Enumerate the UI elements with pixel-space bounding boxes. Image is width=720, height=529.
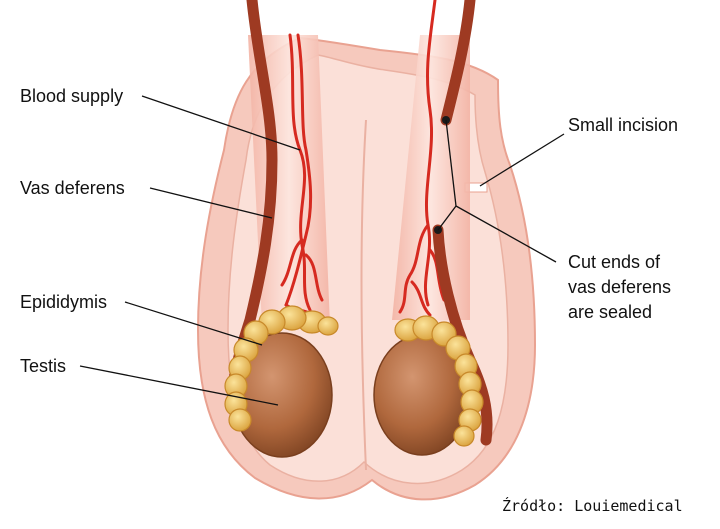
leader-vas-deferens [149, 187, 273, 219]
right-epididymis [394, 315, 484, 447]
left-blood-vessels [280, 33, 324, 320]
left-epididymis [224, 305, 339, 432]
right-vas-upper [440, 0, 476, 126]
leader-testis [79, 365, 279, 406]
right-blood-vessels [398, 0, 446, 317]
leader-cut-ends-a [455, 205, 557, 263]
leader-blood-supply [141, 95, 301, 151]
leader-cut-ends-c [437, 205, 457, 231]
label-cut-ends-line-3: are sealed [568, 302, 653, 322]
label-blood-supply: Blood supply [20, 86, 124, 106]
leader-epididymis [124, 301, 263, 346]
scrotum-midline [360, 119, 367, 471]
label-vas-deferens: Vas deferens [20, 178, 125, 198]
label-testis: Testis [20, 356, 67, 376]
leader-small-incision [479, 133, 565, 187]
label-small-incision: Small incision [568, 115, 679, 135]
label-epididymis: Epididymis [20, 292, 108, 312]
label-cut-ends-line-2: vas deferens [568, 277, 672, 297]
source-credit: Źródło: Louiemedical [502, 497, 683, 515]
label-cut-ends-line-1: Cut ends of [568, 252, 661, 272]
leader-cut-ends-b [445, 119, 457, 207]
leader-lines [79, 95, 565, 406]
